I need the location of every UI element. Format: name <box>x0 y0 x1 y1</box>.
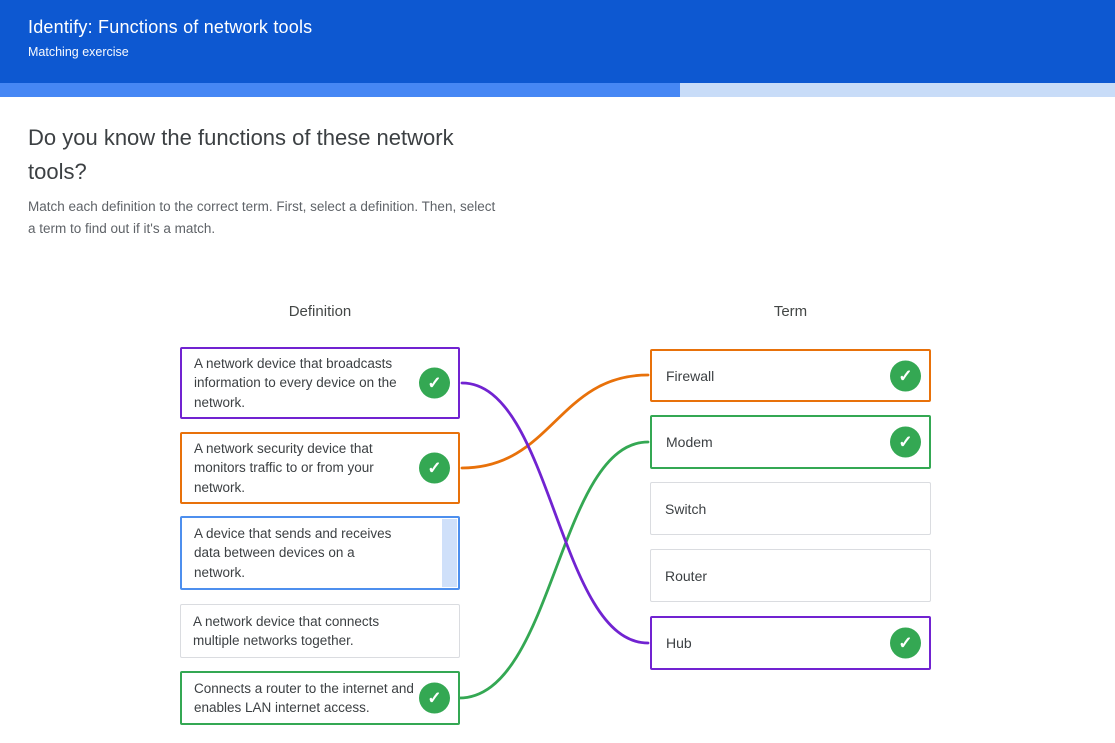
progress-bar-fill <box>0 83 681 97</box>
exercise-subtitle: Matching exercise <box>28 45 129 59</box>
check-icon: ✓ <box>890 426 921 458</box>
check-icon: ✓ <box>419 367 450 399</box>
term-label: Hub <box>666 635 692 651</box>
definition-text: Connects a router to the internet and en… <box>194 680 414 716</box>
definition-text: A network device that broadcasts informa… <box>194 355 397 410</box>
definition-card[interactable]: A network device that connects multiple … <box>180 604 460 658</box>
connector-line-purple <box>460 381 650 645</box>
progress-bar <box>0 83 1115 97</box>
term-card[interactable]: Firewall ✓ <box>650 349 931 402</box>
connector-line-green <box>457 440 650 700</box>
term-label: Switch <box>665 500 707 517</box>
definition-column-label: Definition <box>288 303 352 320</box>
definition-text: A network device that connects multiple … <box>193 613 380 649</box>
definition-card[interactable]: A network device that broadcasts informa… <box>180 347 460 419</box>
definition-card[interactable]: A device that sends and receives data be… <box>180 516 460 590</box>
term-card[interactable]: Switch ✓ <box>650 482 931 535</box>
exercise-header: Identify: Functions of network tools Mat… <box>0 0 1115 83</box>
definition-text: A network security device that monitors … <box>194 440 374 495</box>
definition-card[interactable]: Connects a router to the internet and en… <box>180 671 460 725</box>
definition-card[interactable]: A network security device that monitors … <box>180 432 460 504</box>
check-icon: ✓ <box>890 360 921 391</box>
exercise-title: Identify: Functions of network tools <box>28 17 313 37</box>
term-label: Modem <box>666 434 713 450</box>
connector-line-orange <box>460 373 650 470</box>
term-card[interactable]: Modem ✓ <box>650 415 931 469</box>
question-heading: Do you know the functions of these netwo… <box>28 125 454 184</box>
term-card[interactable]: Router ✓ <box>650 549 931 602</box>
term-column-label: Term <box>773 303 808 320</box>
term-card[interactable]: Hub ✓ <box>650 616 931 670</box>
instructions-text: Match each definition to the correct ter… <box>28 199 496 236</box>
check-icon: ✓ <box>419 452 450 484</box>
definition-text: A device that sends and receives data be… <box>194 525 392 580</box>
term-label: Firewall <box>666 367 715 384</box>
selected-indicator-strip <box>442 519 457 587</box>
check-icon: ✓ <box>419 682 450 714</box>
term-label: Router <box>665 567 708 584</box>
check-icon: ✓ <box>890 627 921 659</box>
